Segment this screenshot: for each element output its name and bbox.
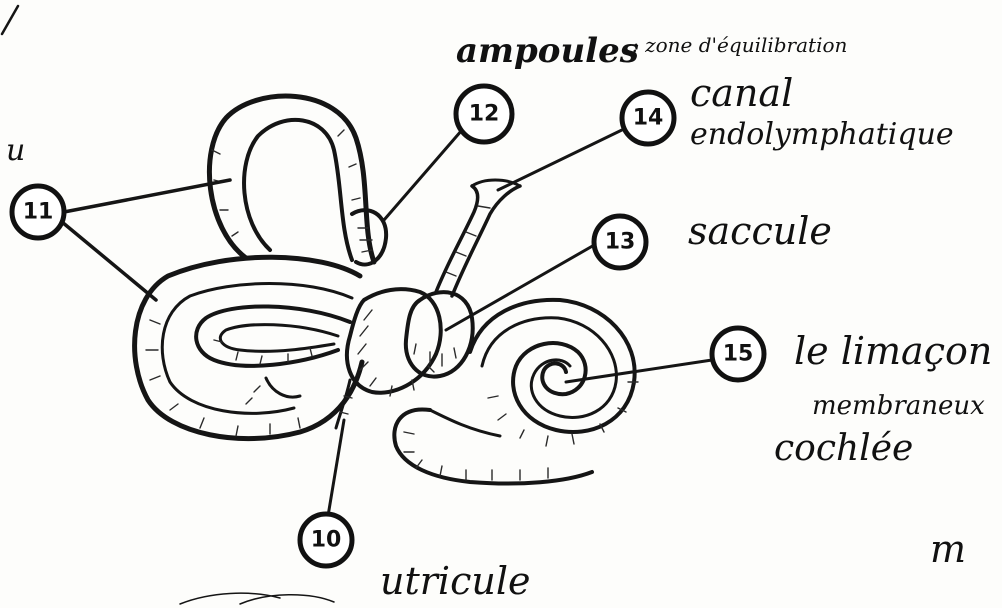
edge-letter: u [6, 133, 25, 168]
label-utricule: utricule [380, 559, 530, 603]
label-membraneux: membraneux [812, 391, 985, 421]
corner-mark: m [930, 527, 966, 571]
superior-semicircular-canal [209, 96, 374, 262]
leader-lines [62, 128, 712, 516]
callout-12: 12 [456, 86, 512, 142]
callout-15-number: 15 [723, 342, 754, 367]
callout-11-number: 11 [23, 200, 54, 225]
callout-11: 11 [12, 186, 64, 238]
label-ampoules-note: : zone d'équilibration [632, 33, 847, 57]
label-ampoules: ampoules [456, 31, 639, 71]
callout-14-number: 14 [633, 106, 664, 131]
callout-10-number: 10 [311, 528, 342, 553]
callout-15: 15 [712, 328, 764, 380]
bottom-doodle [180, 593, 334, 604]
label-limacon: le limaçon [794, 329, 992, 373]
callout-13: 13 [594, 216, 646, 268]
label-saccule: saccule [688, 209, 832, 253]
endolymphatic-duct [436, 180, 520, 296]
label-canal-endolymphatique: endolymphatique [690, 117, 954, 152]
stray-stroke [2, 6, 18, 34]
posterior-semicircular-canal [135, 257, 362, 438]
callout-12-number: 12 [469, 102, 500, 127]
lateral-semicircular-canal [196, 306, 350, 404]
label-canal: canal [690, 71, 793, 115]
label-cochlee: cochlée [774, 428, 913, 469]
vestibule [336, 289, 441, 428]
callout-14: 14 [622, 92, 674, 144]
cochlea [394, 300, 638, 484]
callout-13-number: 13 [605, 230, 636, 255]
callout-10: 10 [300, 514, 352, 566]
